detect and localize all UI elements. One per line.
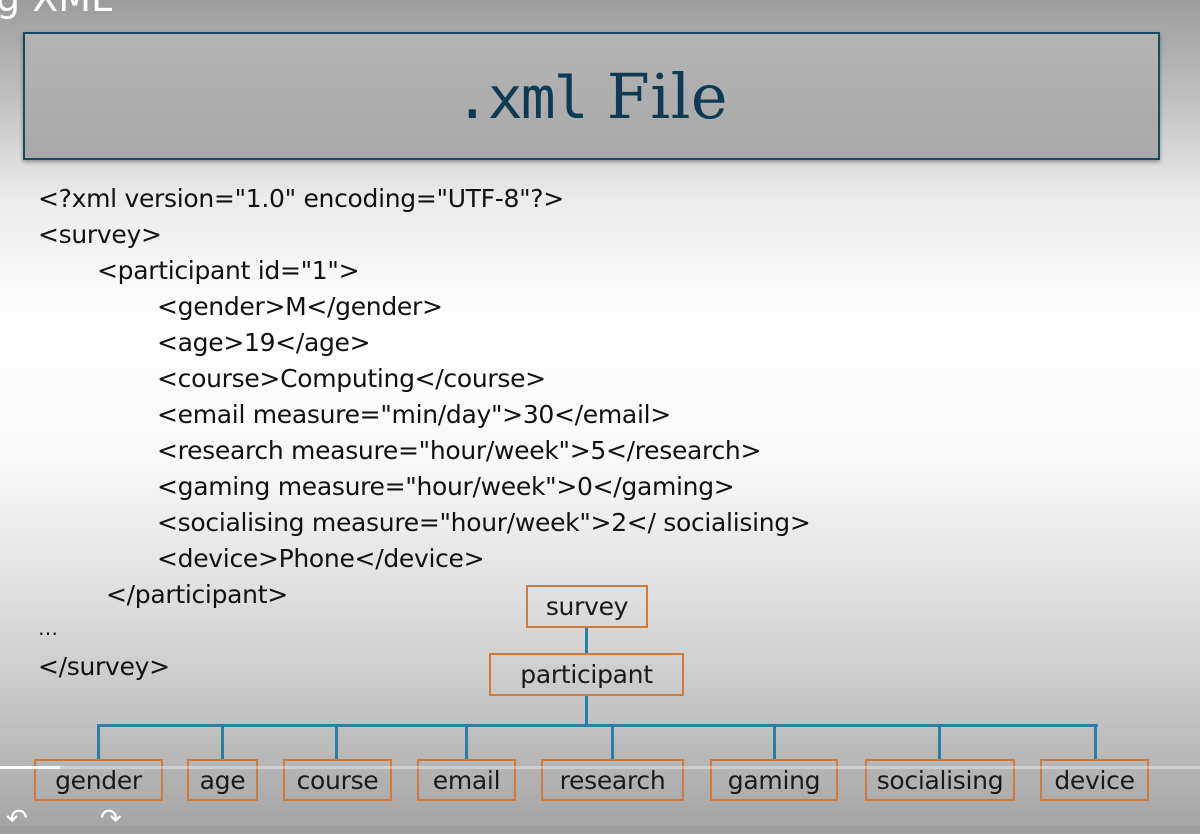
connector-root-child: [585, 626, 588, 654]
code-line: </participant>: [106, 580, 288, 609]
code-line: <email measure="min/day">30</email>: [157, 400, 671, 429]
tree-node-root: survey: [526, 585, 648, 628]
forward-arrow-icon[interactable]: ↷: [100, 804, 122, 834]
connector-leaf: [221, 724, 224, 760]
connector-leaf: [773, 724, 776, 760]
connector-leaf: [1094, 724, 1097, 760]
title-box: .xml File: [23, 32, 1160, 160]
tree-node-leaf: device: [1040, 759, 1149, 801]
code-line: <?xml version="1.0" encoding="UTF-8"?>: [38, 184, 564, 213]
code-line: </survey>: [38, 652, 170, 681]
tree-node-leaf: course: [283, 759, 392, 801]
code-line: <gaming measure="hour/week">0</gaming>: [157, 472, 735, 501]
slide-title: .xml File: [455, 60, 728, 133]
connector-child-bus: [585, 694, 588, 726]
tree-node-leaf: research: [541, 759, 684, 801]
tree-node-leaf: socialising: [865, 759, 1015, 801]
code-line: <gender>M</gender>: [157, 292, 443, 321]
tree-node-leaf: gaming: [710, 759, 838, 801]
title-extension: .xml: [454, 63, 589, 132]
back-arrow-icon[interactable]: ↶: [6, 804, 28, 834]
code-line: <age>19</age>: [157, 328, 371, 357]
slide-heading-fragment: g XML: [0, 0, 112, 20]
tree-node-leaf: age: [187, 759, 258, 801]
connector-leaf: [938, 724, 941, 760]
connector-leaf: [465, 724, 468, 760]
code-ellipsis: …: [38, 616, 58, 640]
code-line: <course>Computing</course>: [157, 364, 546, 393]
code-line: <participant id="1">: [97, 256, 360, 285]
connector-leaf: [335, 724, 338, 760]
code-line: <survey>: [38, 220, 162, 249]
tree-node-leaf: gender: [34, 759, 163, 801]
connector-leaf: [611, 724, 614, 760]
video-progress-fill: [0, 766, 60, 769]
code-line: <device>Phone</device>: [157, 544, 485, 573]
code-line: <socialising measure="hour/week">2</ soc…: [157, 508, 811, 537]
tree-node-leaf: email: [417, 759, 516, 801]
title-word: File: [586, 59, 729, 133]
video-progress-bar[interactable]: [0, 766, 1200, 769]
tree-node-child: participant: [489, 653, 684, 696]
code-line: <research measure="hour/week">5</researc…: [157, 436, 762, 465]
connector-leaf: [97, 724, 100, 760]
connector-bus: [97, 724, 1098, 727]
